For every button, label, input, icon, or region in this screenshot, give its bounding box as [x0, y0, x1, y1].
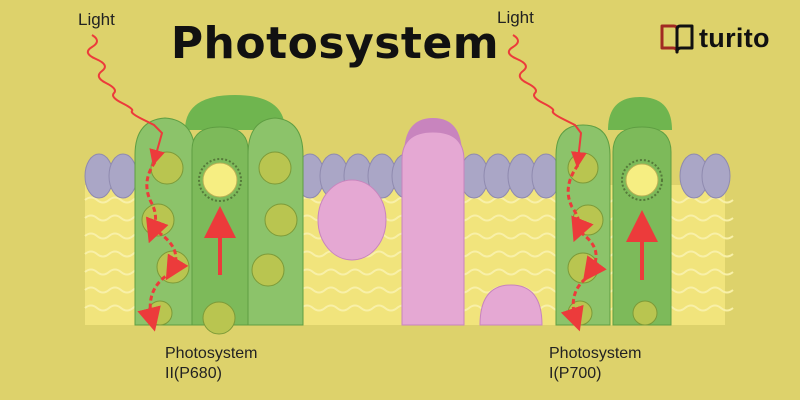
book-icon: [660, 21, 694, 55]
photosystem-ii-label-line2: II(P680): [165, 364, 257, 384]
photosystem-ii-label: Photosystem II(P680): [165, 344, 257, 384]
photosystem-i-label-line1: Photosystem: [549, 344, 641, 364]
photosystem-i-label-line2: I(P700): [549, 364, 641, 384]
page-title: Photosystem: [170, 14, 500, 74]
photosystem-ii-label-line1: Photosystem: [165, 344, 257, 364]
turito-logo[interactable]: turito: [660, 18, 770, 58]
light-label-right: Light: [497, 8, 534, 28]
photosystem-i-label: Photosystem I(P700): [549, 344, 641, 384]
light-label-left: Light: [78, 10, 115, 30]
logo-text: turito: [699, 23, 770, 54]
